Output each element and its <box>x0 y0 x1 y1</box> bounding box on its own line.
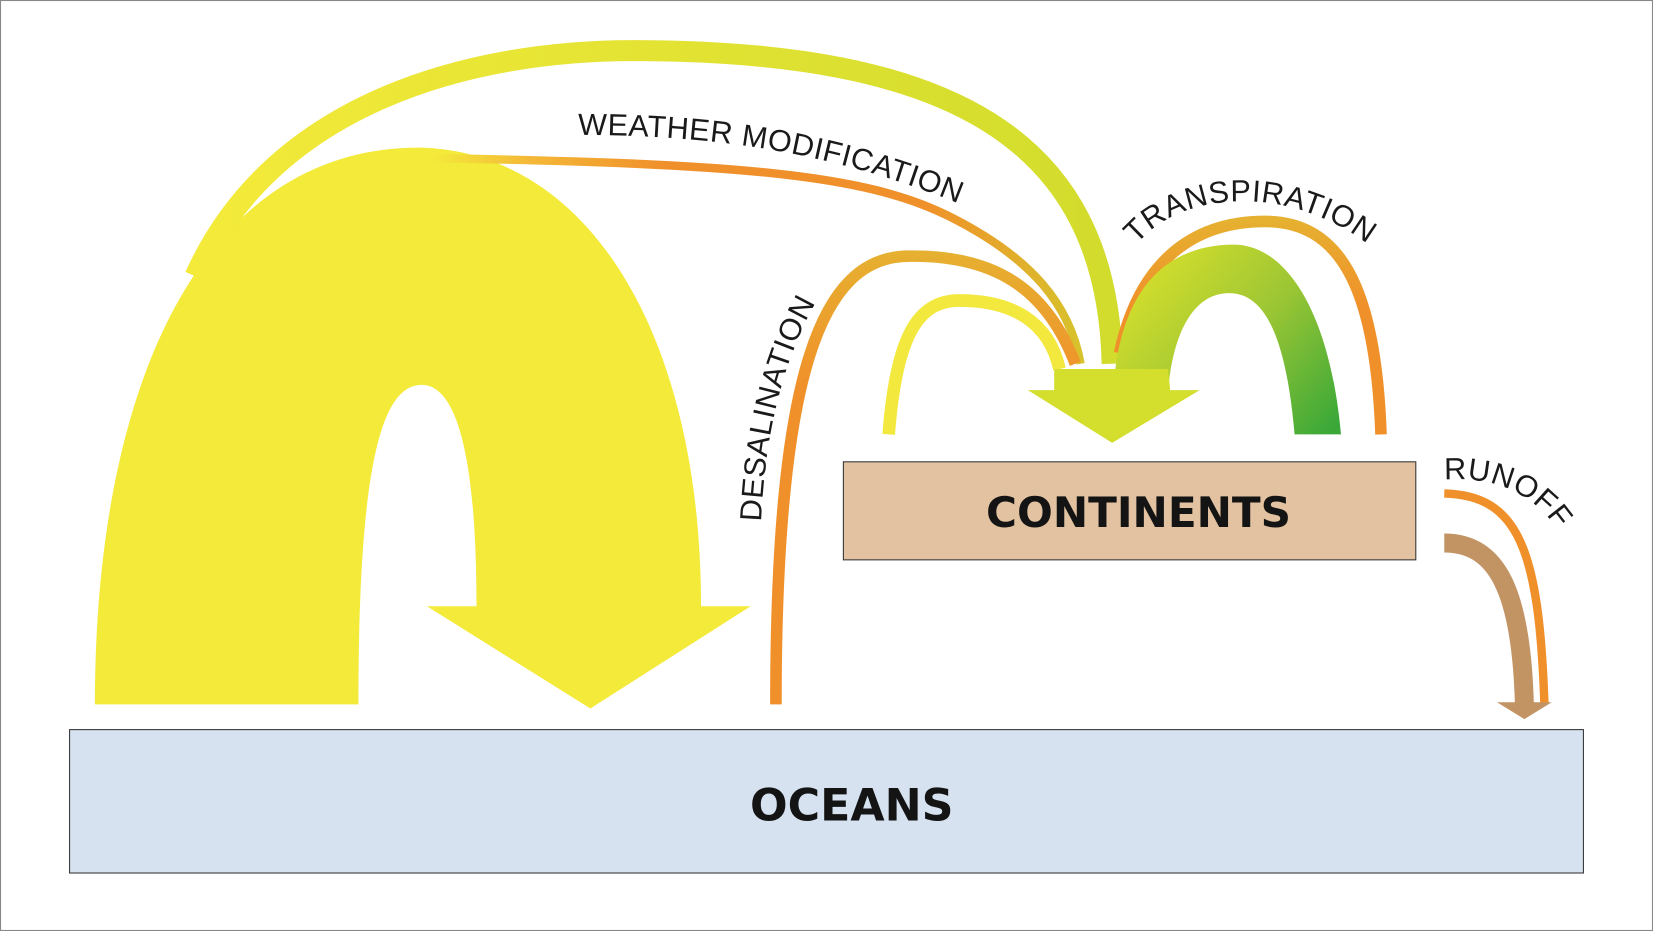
weather-modification-arrow <box>432 153 1085 365</box>
vapor-transport-arrow <box>185 40 1123 365</box>
continents-box <box>842 461 1417 561</box>
desalination-arrow <box>770 250 1081 705</box>
runoff-arrowhead <box>1496 702 1552 720</box>
runoff-human-arrow <box>1444 489 1549 705</box>
precipitation-on-continents-arrow <box>1027 369 1200 443</box>
continents-label: CONTINENTS <box>986 488 1291 537</box>
runoff-arrow <box>1443 533 1534 705</box>
transpiration-arrow <box>1115 244 1341 435</box>
oceans-box <box>69 729 1584 874</box>
transpiration-human-arrow <box>1113 215 1387 435</box>
oceans-label: OCEANS <box>750 780 954 831</box>
ocean-evaporation-precipitation-arrow <box>94 147 751 709</box>
continental-evaporation-arrow <box>882 294 1066 435</box>
